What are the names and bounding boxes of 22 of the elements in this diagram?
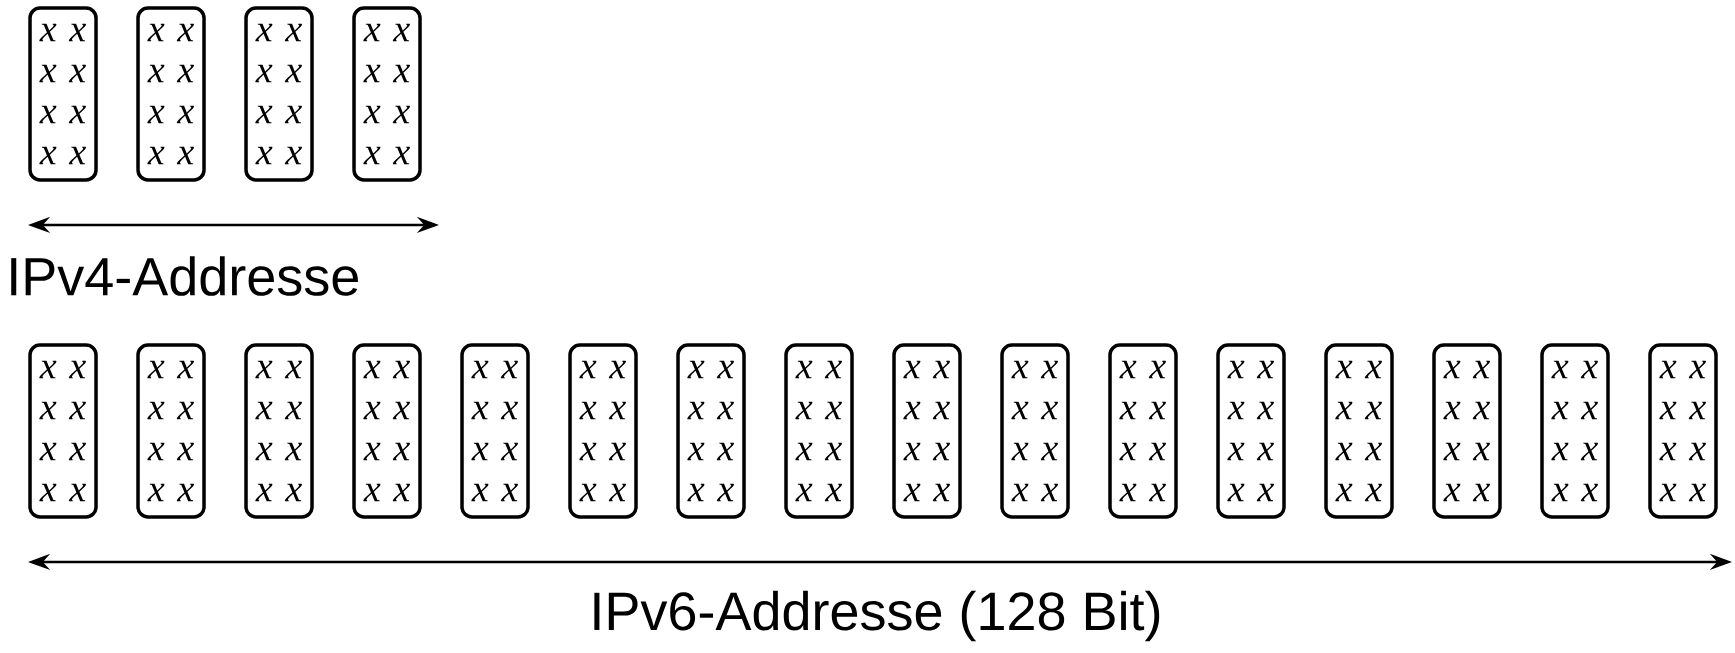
byte-box: x x x x x x x x	[460, 343, 530, 519]
byte-box: x x x x x x x x	[1216, 343, 1286, 519]
byte-box: x x x x x x x x	[1000, 343, 1070, 519]
byte-box: x x x x x x x x	[352, 6, 422, 182]
byte-box: x x x x x x x x	[136, 6, 206, 182]
byte-box: x x x x x x x x	[1540, 343, 1610, 519]
byte-box: x x x x x x x x	[244, 6, 314, 182]
byte-box: x x x x x x x x	[136, 343, 206, 519]
byte-box: x x x x x x x x	[28, 343, 98, 519]
byte-box: x x x x x x x x	[244, 343, 314, 519]
byte-box: x x x x x x x x	[568, 343, 638, 519]
byte-box: x x x x x x x x	[892, 343, 962, 519]
byte-box: x x x x x x x x	[784, 343, 854, 519]
byte-box: x x x x x x x x	[1324, 343, 1394, 519]
byte-box: x x x x x x x x	[352, 343, 422, 519]
byte-box: x x x x x x x x	[1648, 343, 1718, 519]
dimension-label: IPv4-Addresse	[11, 256, 358, 296]
byte-box: x x x x x x x x	[1108, 343, 1178, 519]
byte-box: x x x x x x x x	[1432, 343, 1502, 519]
byte-box: x x x x x x x x	[676, 343, 746, 519]
byte-box: x x x x x x x x	[28, 6, 98, 182]
dimension-label: IPv6-Addresse (128 Bit)	[594, 590, 1160, 642]
